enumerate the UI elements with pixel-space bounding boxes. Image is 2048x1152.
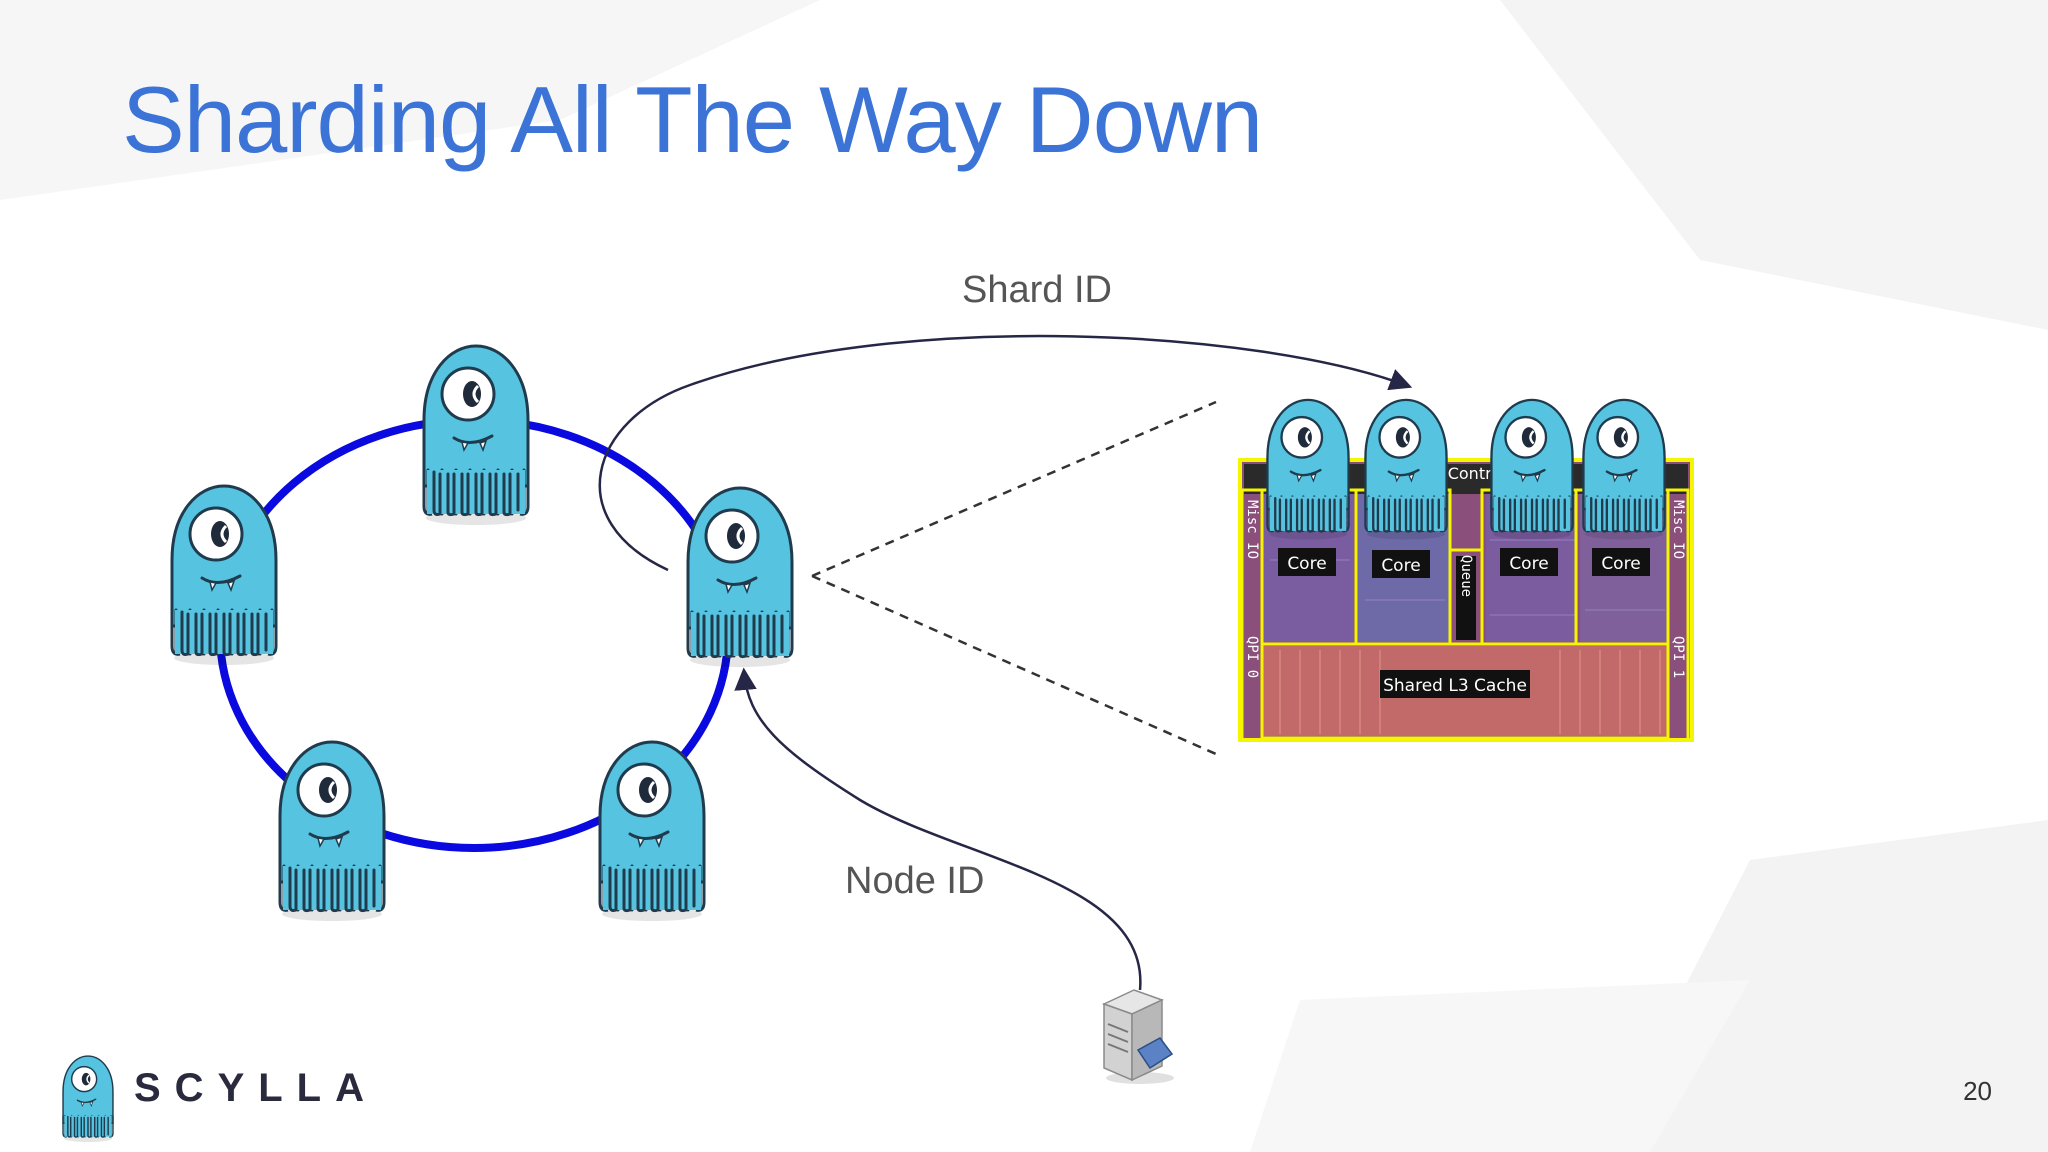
mascot-node-left xyxy=(170,484,278,667)
misc-io-right-label: Misc IO xyxy=(1670,500,1686,559)
slide-title: Sharding All The Way Down xyxy=(122,67,1263,172)
zoom-line-top xyxy=(811,400,1217,578)
core-label-4: Core xyxy=(1601,554,1640,574)
node-id-label: Node ID xyxy=(845,860,984,902)
scylla-logo-icon xyxy=(62,1055,114,1143)
mascot-shard-3 xyxy=(1490,398,1574,541)
page-number: 20 xyxy=(1963,1076,1992,1106)
queue-label: Queue xyxy=(1458,555,1474,597)
zoom-line-bottom xyxy=(811,574,1217,756)
mascot-node-bottom-left xyxy=(278,740,386,923)
mascot-node-bottom-right xyxy=(598,740,706,923)
mascot-node-top xyxy=(422,344,530,527)
core-label-2: Core xyxy=(1381,556,1420,576)
core-label-1: Core xyxy=(1287,554,1326,574)
l3-cache-label: Shared L3 Cache xyxy=(1383,676,1527,696)
node-id-arrow xyxy=(734,667,1142,991)
mascot-shard-1 xyxy=(1266,398,1350,541)
mascot-node-right xyxy=(686,486,794,669)
qpi-1-label: QPI 1 xyxy=(1670,636,1686,678)
core-label-3: Core xyxy=(1509,554,1548,574)
server-icon xyxy=(1102,989,1174,1084)
mascot-shard-4 xyxy=(1582,398,1666,541)
mascot-shard-2 xyxy=(1364,398,1448,541)
misc-io-left-label: Misc IO xyxy=(1244,500,1260,559)
brand-logo-text: SCYLLA xyxy=(134,1066,378,1110)
qpi-0-label: QPI 0 xyxy=(1244,636,1260,678)
shard-id-label: Shard ID xyxy=(962,269,1112,311)
shard-id-arrow xyxy=(598,334,1413,572)
